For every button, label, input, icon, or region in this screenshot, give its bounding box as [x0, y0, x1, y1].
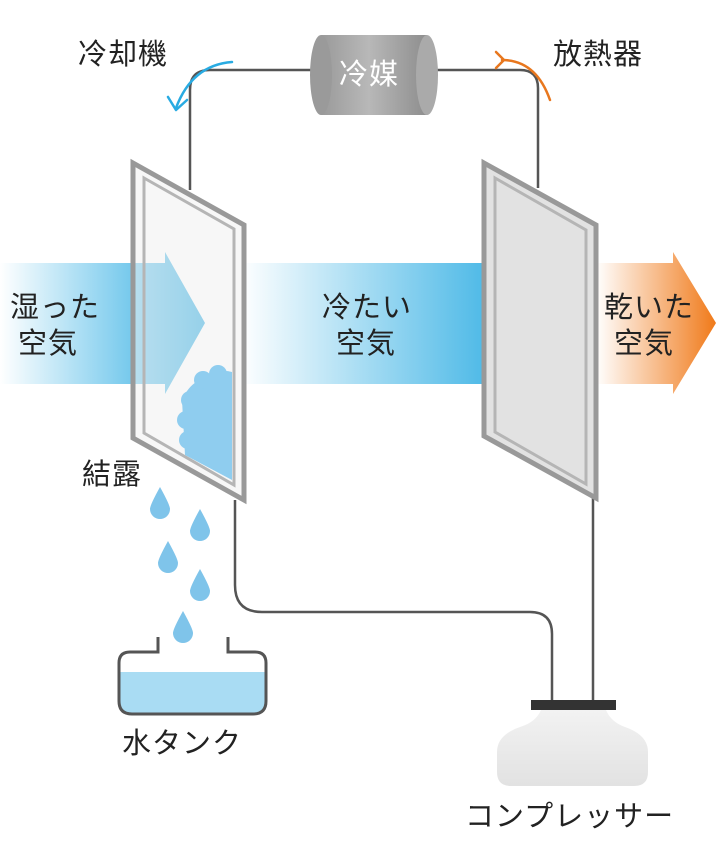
refrigerant-cylinder [310, 35, 438, 115]
pipe-chiller-to-refrigerant [188, 68, 325, 190]
dry-air-label-line1: 乾いた [604, 290, 695, 324]
water-drop-icon [190, 509, 210, 541]
humid-air-label-line1: 湿った [10, 290, 101, 324]
water-droplets [150, 487, 210, 643]
water-drop-icon [150, 487, 170, 519]
refrigerant-pipes [188, 68, 595, 702]
compressor-label: コンプレッサー [465, 799, 675, 833]
humid-air-label-line2: 空気 [18, 326, 79, 360]
pipe-chiller-to-compressor [233, 500, 554, 702]
water-tank [117, 637, 268, 716]
water-drop-icon [190, 569, 210, 601]
condensation-label: 結露 [82, 457, 143, 491]
dry-air-arrow [596, 252, 716, 394]
water-tank-label: 水タンク [122, 726, 243, 760]
radiator-panel [481, 158, 599, 503]
water-drop-icon [173, 611, 193, 643]
cold-air-label-line1: 冷たい [322, 290, 413, 324]
refrigerant-label: 冷媒 [339, 57, 400, 91]
chiller-label: 冷却機 [78, 37, 169, 71]
cold-air-label-line2: 空気 [336, 326, 397, 360]
radiator-flow-arrow [494, 50, 552, 102]
compressor [497, 700, 648, 786]
pipe-refrigerant-to-radiator [425, 68, 540, 188]
condensation-blob [177, 365, 232, 480]
dry-air-label-line2: 空気 [614, 326, 675, 360]
chiller-flow-arrow [166, 60, 234, 112]
radiator-label: 放熱器 [553, 37, 644, 71]
water-drop-icon [158, 541, 178, 573]
cold-air-arrow [240, 252, 538, 394]
